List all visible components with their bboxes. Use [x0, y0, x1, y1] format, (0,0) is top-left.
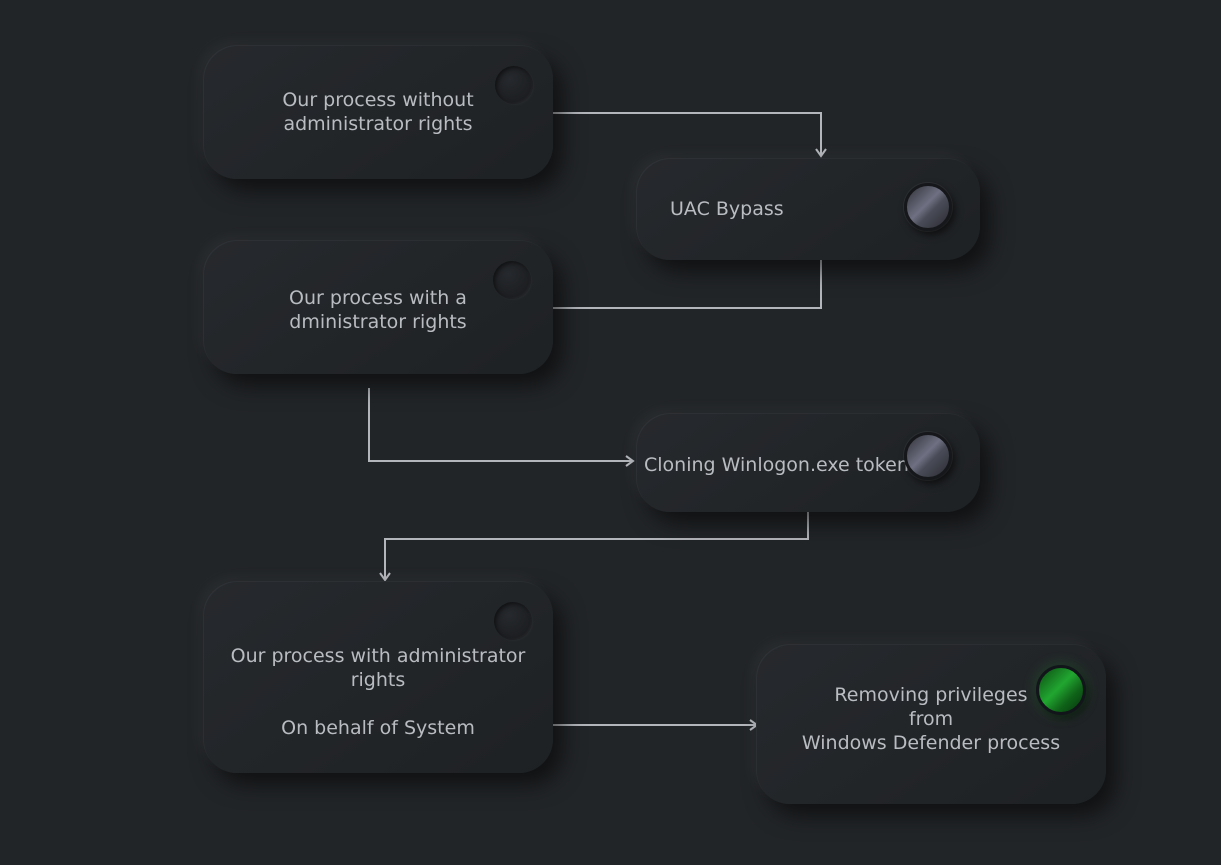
connector-no-admin-to-uac [553, 112, 827, 158]
status-indicator-icon [493, 261, 531, 299]
node-process-without-admin: Our process without administrator rights [203, 45, 553, 179]
node-label: Our process with a dministrator rights [289, 287, 467, 333]
status-indicator-icon [494, 602, 532, 640]
status-indicator-icon [495, 66, 533, 104]
node-label: Removing privileges from Windows Defende… [801, 684, 1061, 754]
node-label: Cloning Winlogon.exe token [644, 453, 909, 476]
connector-with-admin-to-cloning [368, 388, 635, 467]
node-cloning-winlogon-token: Cloning Winlogon.exe token [636, 413, 980, 512]
connector-cloning-to-system-admin [379, 512, 809, 582]
node-process-on-behalf-of-system: Our process with administrator rights On… [203, 581, 553, 773]
node-label: Our process with administrator rights On… [230, 645, 526, 739]
node-uac-bypass: UAC Bypass [636, 158, 980, 260]
connector-uac-to-with-admin [553, 260, 822, 309]
node-removing-defender-privileges: Removing privileges from Windows Defende… [756, 644, 1106, 804]
active-status-indicator-icon [1036, 665, 1086, 715]
node-label: UAC Bypass [670, 198, 784, 220]
status-indicator-icon [904, 183, 952, 231]
node-process-with-admin: Our process with a dministrator rights [203, 240, 553, 374]
status-indicator-icon [904, 432, 952, 480]
node-label: Our process without administrator rights [282, 89, 474, 135]
